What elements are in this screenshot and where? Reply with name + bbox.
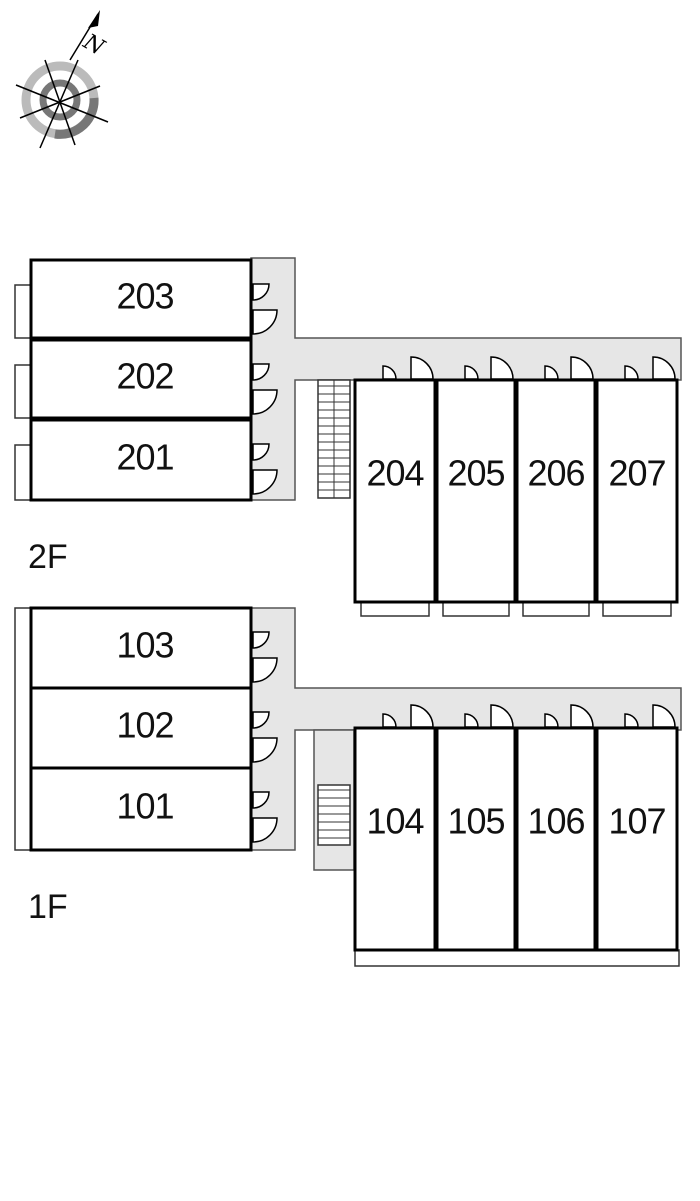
door-icon: [252, 737, 278, 763]
door-icon: [570, 704, 594, 728]
balcony: [602, 601, 672, 617]
door-icon: [624, 365, 639, 380]
door-icon: [544, 365, 559, 380]
floor-2f: 203 202 201 204 205 206 207 2F: [14, 257, 682, 617]
staircase: [317, 784, 351, 846]
door-icon: [252, 469, 278, 495]
balcony: [14, 444, 32, 501]
door-icon: [464, 365, 479, 380]
unit-number: 201: [116, 437, 173, 478]
unit-number: 106: [527, 801, 584, 842]
unit-102[interactable]: [29, 686, 253, 770]
door-icon: [624, 713, 639, 728]
door-icon: [252, 389, 278, 415]
unit-206[interactable]: [515, 378, 597, 604]
north-label: N: [78, 29, 109, 61]
door-icon: [252, 631, 270, 649]
unit-number: 207: [608, 453, 665, 494]
unit-number: 205: [447, 453, 504, 494]
unit-number: 101: [116, 786, 173, 827]
balcony: [354, 949, 680, 967]
balcony: [14, 284, 32, 339]
unit-number: 203: [116, 276, 173, 317]
unit-number: 105: [447, 801, 504, 842]
door-icon: [252, 657, 278, 683]
unit-number: 104: [366, 801, 423, 842]
door-icon: [652, 356, 676, 380]
balcony: [442, 601, 510, 617]
unit-106[interactable]: [515, 726, 597, 952]
door-icon: [252, 711, 270, 729]
door-icon: [252, 817, 278, 843]
door-icon: [490, 704, 514, 728]
unit-number: 204: [366, 453, 423, 494]
door-icon: [544, 713, 559, 728]
unit-number: 107: [608, 801, 665, 842]
balcony: [522, 601, 590, 617]
door-icon: [570, 356, 594, 380]
floor-label: 2F: [28, 538, 68, 576]
balcony: [14, 364, 32, 419]
door-icon: [252, 363, 270, 381]
door-icon: [382, 713, 397, 728]
unit-number: 206: [527, 453, 584, 494]
balcony: [360, 601, 430, 617]
unit-202[interactable]: [29, 338, 253, 420]
door-icon: [382, 365, 397, 380]
door-icon: [652, 704, 676, 728]
floor-label: 1F: [28, 888, 68, 926]
unit-number: 103: [116, 625, 173, 666]
unit-number: 102: [116, 705, 173, 746]
unit-104[interactable]: [353, 726, 437, 952]
unit-105[interactable]: [435, 726, 517, 952]
door-icon: [464, 713, 479, 728]
floor-1f: 103 102 101 104 105 106 107 1F: [14, 606, 682, 967]
unit-101[interactable]: [29, 766, 253, 852]
door-icon: [410, 356, 434, 380]
unit-203[interactable]: [29, 258, 253, 340]
unit-205[interactable]: [435, 378, 517, 604]
door-icon: [252, 443, 270, 461]
door-icon: [252, 283, 270, 301]
compass-inner-ring: [39, 79, 81, 121]
balcony: [14, 607, 32, 851]
door-icon: [410, 704, 434, 728]
compass: N: [15, 10, 109, 149]
unit-207[interactable]: [595, 378, 679, 604]
unit-107[interactable]: [595, 726, 679, 952]
door-icon: [490, 356, 514, 380]
unit-201[interactable]: [29, 418, 253, 502]
door-icon: [252, 791, 270, 809]
unit-204[interactable]: [353, 378, 437, 604]
door-icon: [252, 309, 278, 335]
unit-number: 202: [116, 356, 173, 397]
